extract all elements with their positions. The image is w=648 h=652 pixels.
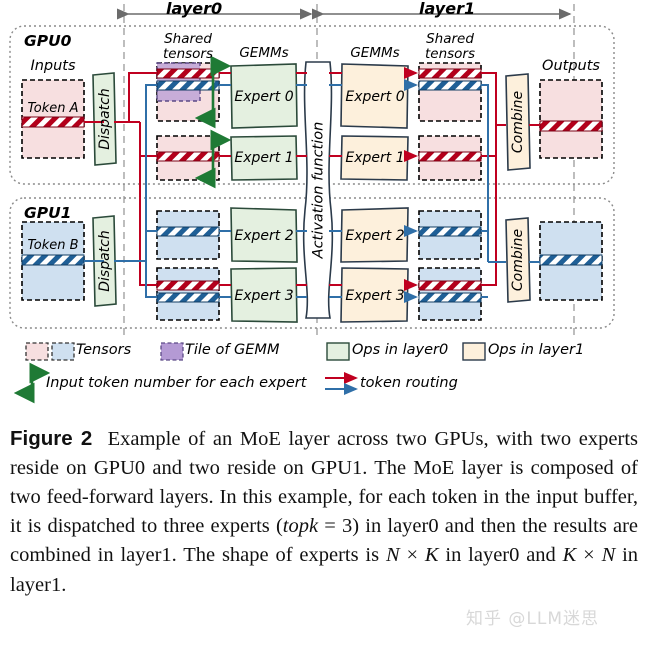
caption-k2: K xyxy=(562,544,577,567)
legend-label-ops-layer0: Ops in layer0 xyxy=(352,342,449,358)
gpu0-layer1-expert0-box xyxy=(340,63,409,129)
legend-label-token-routing: token routing xyxy=(360,375,458,391)
caption-end: in layer1. xyxy=(10,544,639,596)
caption-line-7a: is xyxy=(365,544,386,567)
layer1-gemms-label: GEMMs xyxy=(350,45,400,61)
gpu0-layer0-expert1-label: Expert 1 xyxy=(234,150,294,166)
gpu1-layer0-shared-tensor-e2 xyxy=(156,210,220,260)
layer0-gemms-label: GEMMs xyxy=(239,45,289,61)
caption-topk: topk xyxy=(282,515,319,538)
caption-line-4: In this example, for each token in the i… xyxy=(10,486,638,538)
gpu0-combine-block xyxy=(505,73,531,171)
outputs-label: Outputs xyxy=(542,58,600,74)
legend-canvas xyxy=(13,342,486,404)
caption-n1: N xyxy=(385,544,400,567)
gpu1-layer1-expert3-box xyxy=(340,267,409,323)
token-routing-red xyxy=(84,67,540,291)
gpu1-layer0-expert3-label: Expert 3 xyxy=(234,288,294,304)
caption-x1: × xyxy=(399,544,425,567)
gpu1-token-label: Token B xyxy=(27,238,79,253)
gpu0-token-label: Token A xyxy=(27,101,79,116)
gpu0-layer1-expert1-box xyxy=(340,135,409,181)
gpu1-layer1-expert2-label: Expert 2 xyxy=(345,228,405,244)
caption-k1: K xyxy=(424,544,439,567)
gpu1-combine-label: Combine xyxy=(510,228,526,292)
gpu1-label: GPU1 xyxy=(24,204,72,222)
layer1-shared-tensors-label-2: tensors xyxy=(424,46,476,62)
gpu1-layer0-expert2-label: Expert 2 xyxy=(234,228,294,244)
layer0-shared-tensors-label-1: Shared xyxy=(164,31,212,47)
legend-swatch-ops-layer1 xyxy=(462,342,486,361)
gpu1-layer1-shared-tensor-e2 xyxy=(418,210,482,260)
gpu0-input-buffer xyxy=(21,79,85,159)
figure-diagram: layer0 layer1 GPU0 GPU1 Inputs Outputs S… xyxy=(9,0,615,404)
gpu0-layer0-expert0-box xyxy=(230,63,298,129)
figure-caption: Figure 2 Example of an MoE layer across … xyxy=(10,424,638,600)
legend-label-tile-of-gemm: Tile of GEMM xyxy=(185,342,280,358)
gpu0-dispatch-label: Dispatch xyxy=(97,88,113,150)
gpu0-layer0-expert0-label: Expert 0 xyxy=(234,89,294,105)
gpu1-input-buffer xyxy=(21,221,85,301)
legend-swatch-tensor-pink xyxy=(25,342,49,361)
caption-x2: × xyxy=(576,544,602,567)
gpu0-layer0-shared-tensor-e1 xyxy=(156,135,220,181)
gpu0-layer0-shared-tensor-e0 xyxy=(156,62,220,122)
gpu1-combine-block xyxy=(505,217,531,303)
gpu0-label: GPU0 xyxy=(24,32,72,50)
layer0-span-label: layer0 xyxy=(166,0,223,18)
caption-line-5b: = 3) in layer0 and then xyxy=(318,515,516,538)
gpu0-layer1-expert1-label: Expert 1 xyxy=(345,150,405,166)
gpu0-output-buffer xyxy=(539,79,603,159)
gpu1-layer1-expert2-box xyxy=(340,207,409,263)
gpu0-dispatch-block xyxy=(92,72,117,166)
gpu1-output-buffer xyxy=(539,221,603,301)
watermark-text: 知乎 @LLM迷思 xyxy=(466,609,600,629)
layer0-shared-tensors-label-2: tensors xyxy=(162,46,214,62)
token-routing-blue xyxy=(84,79,540,303)
gpu0-layer1-shared-tensor-e1 xyxy=(418,135,482,181)
gpu1-combine-label-wrap: Combine xyxy=(506,218,530,302)
gpu0-dispatch-label-wrap: Dispatch xyxy=(93,73,117,165)
caption-n2: N xyxy=(601,544,616,567)
inputs-label: Inputs xyxy=(30,58,76,74)
layer1-shared-tensors-label-1: Shared xyxy=(426,31,474,47)
legend-swatch-tile xyxy=(160,342,184,361)
gpu1-layer0-shared-tensor-e3 xyxy=(156,267,220,321)
legend-label-input-token-number: Input token number for each expert xyxy=(46,375,307,391)
legend-swatch-ops-layer0 xyxy=(326,342,350,361)
gpu0-combine-label: Combine xyxy=(510,90,526,154)
gpu1-dispatch-label: Dispatch xyxy=(97,230,113,292)
caption-line-6: the results are combined in layer1. The … xyxy=(10,515,639,567)
activation-function-label: Activation function xyxy=(310,121,327,259)
gpu0-combine-label-wrap: Combine xyxy=(506,74,530,170)
gpu1-layer1-shared-tensor-e3 xyxy=(418,267,482,321)
gpu1-container xyxy=(9,197,615,329)
diagram-canvas xyxy=(9,4,615,338)
caption-line-3: The MoE layer is composed of two feed-fo… xyxy=(10,457,638,509)
legend-label-tensors: Tensors xyxy=(76,342,132,358)
gpu0-layer0-expert1-box xyxy=(230,135,298,181)
caption-line-2: with two experts reside on GPU0 and two … xyxy=(10,428,638,480)
gpu1-dispatch-label-wrap: Dispatch xyxy=(93,216,117,306)
caption-figure-number: Figure 2 xyxy=(10,427,93,450)
gpu1-layer0-expert2-box xyxy=(230,207,298,263)
caption-line-1: Example of an MoE layer across two GPUs, xyxy=(107,428,489,450)
caption-mid: in layer0 and xyxy=(438,544,563,567)
gpu1-layer1-expert3-label: Expert 3 xyxy=(345,288,405,304)
activation-function-box xyxy=(302,61,334,319)
gpu1-dispatch-block xyxy=(92,215,117,307)
legend-swatch-tensor-blue xyxy=(51,342,75,361)
layer1-span-label: layer1 xyxy=(419,0,476,18)
gpu0-layer1-shared-tensor-e0 xyxy=(418,62,482,122)
gpu0-layer1-expert0-label: Expert 0 xyxy=(345,89,405,105)
activation-function-label-wrap: Activation function xyxy=(306,62,330,318)
caption-line-5a: dispatched to three experts ( xyxy=(47,515,283,538)
legend-label-ops-layer1: Ops in layer1 xyxy=(488,342,585,358)
gpu1-layer0-expert3-box xyxy=(230,267,298,323)
